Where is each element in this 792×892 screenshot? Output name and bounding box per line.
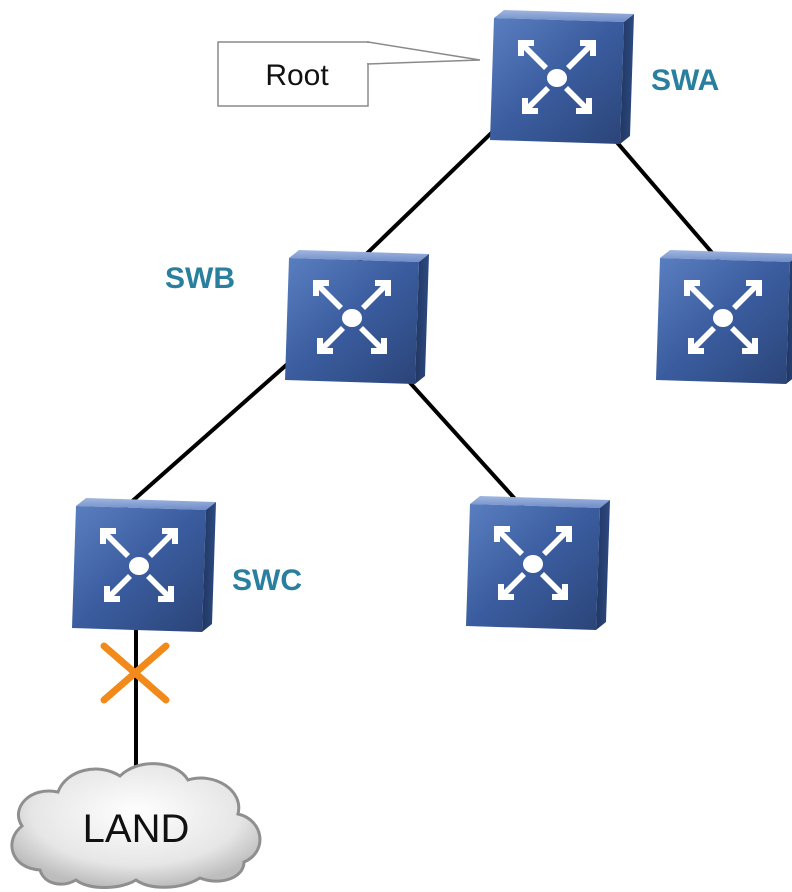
switch-swb — [285, 250, 429, 384]
switch-icon — [490, 10, 634, 144]
root-callout-box — [217, 41, 369, 107]
cloud-icon: LAND — [10, 762, 262, 889]
switch-icon — [466, 496, 610, 630]
link-swb-swc — [118, 358, 294, 514]
root-callout-pointer — [367, 41, 481, 65]
switch-swc — [72, 498, 216, 632]
cloud-label: LAND — [83, 807, 190, 851]
root-callout: Root — [217, 41, 481, 107]
switch-swa-label: SWA — [651, 64, 719, 97]
switch-swa — [490, 10, 634, 144]
switch-icon — [285, 250, 429, 384]
switch-icon — [72, 498, 216, 632]
switch-swb-label: SWB — [165, 262, 235, 295]
x-mark-icon — [100, 642, 170, 704]
link-swa-right — [600, 123, 722, 264]
link-swb-mid — [401, 373, 527, 512]
switch-unlabeled-right — [656, 250, 792, 384]
link-swa-swb — [353, 113, 512, 267]
switch-swc-label: SWC — [232, 564, 302, 597]
switch-unlabeled-mid — [466, 496, 610, 630]
switch-icon — [656, 250, 792, 384]
root-callout-label: Root — [265, 59, 329, 92]
links — [118, 113, 722, 790]
